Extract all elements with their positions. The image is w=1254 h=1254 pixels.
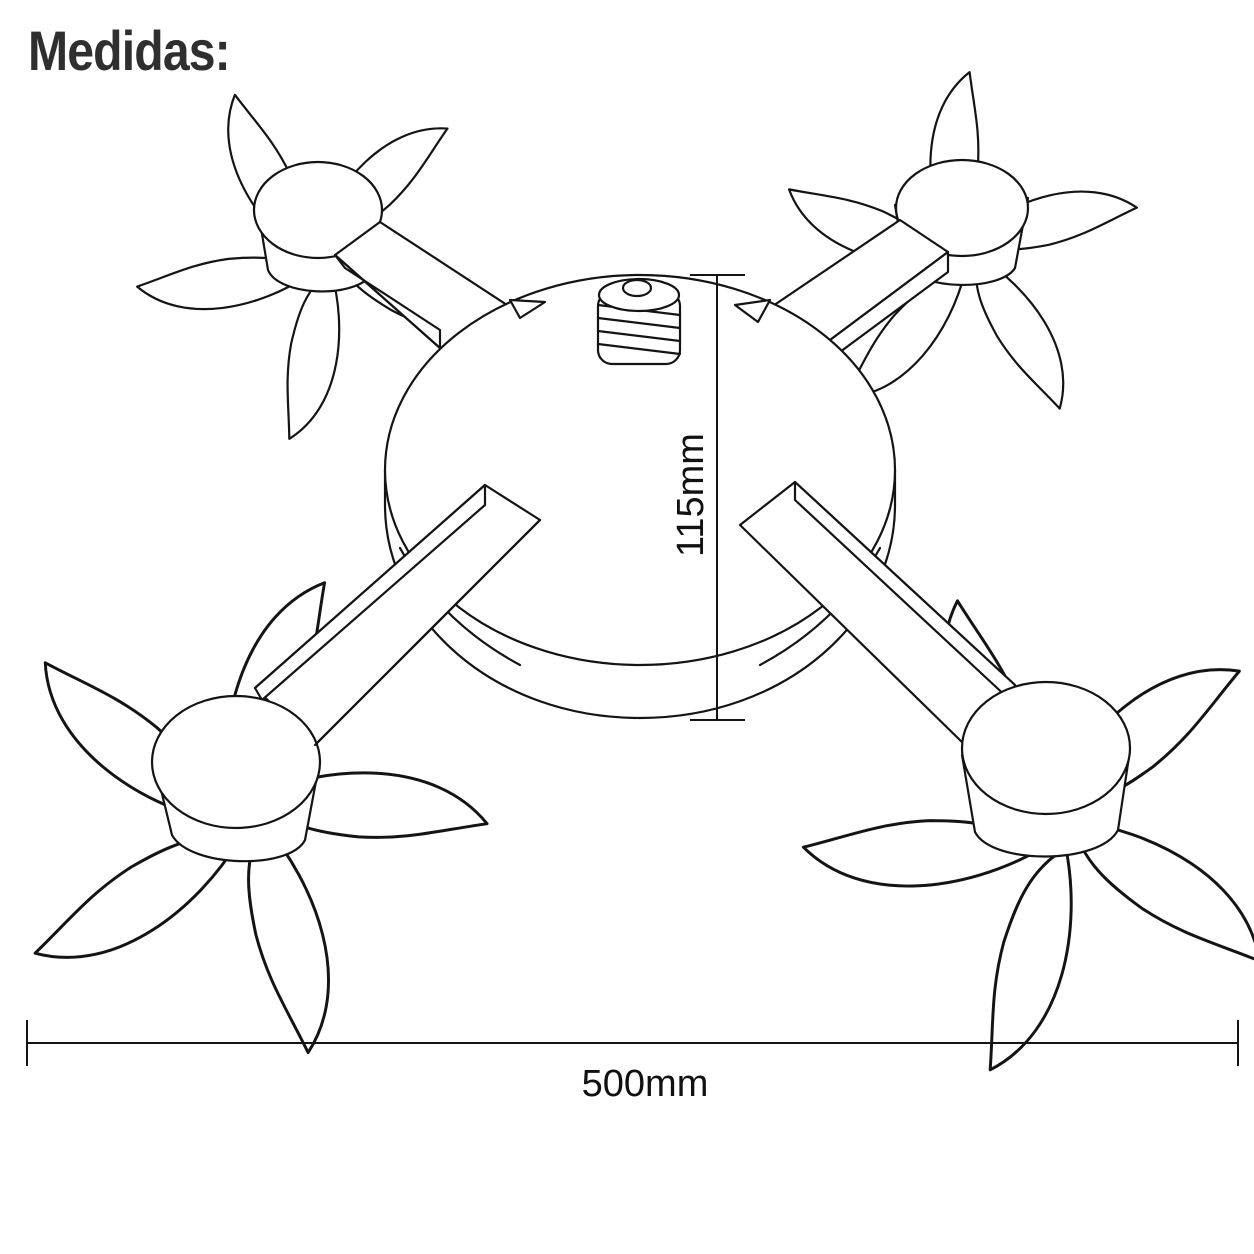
central-base xyxy=(383,273,897,720)
width-label: 500mm xyxy=(582,1063,709,1105)
width-dimension: 500mm xyxy=(26,1020,1239,1105)
fan-bottom-left xyxy=(33,483,542,1056)
screw-socket xyxy=(596,277,682,366)
page-title: Medidas: xyxy=(28,19,231,82)
height-dimension: 115mm xyxy=(670,274,745,721)
fan-top-left xyxy=(134,93,532,442)
height-label: 115mm xyxy=(670,433,712,557)
fan-top-right xyxy=(753,69,1139,410)
fan-bottom-right xyxy=(738,480,1254,1075)
